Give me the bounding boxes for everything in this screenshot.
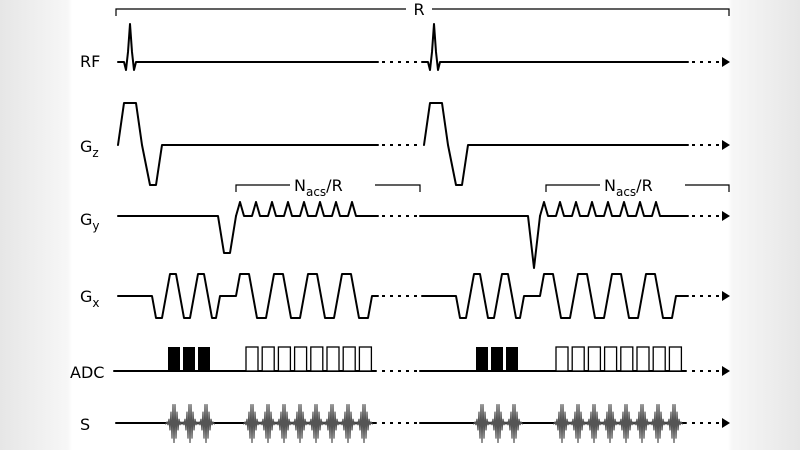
gy-channel-label: Gy bbox=[80, 210, 100, 233]
signal-waveform bbox=[115, 404, 730, 444]
rf-channel-label: RF bbox=[80, 52, 100, 71]
rf-waveform bbox=[117, 23, 730, 71]
gz-arrow-icon bbox=[722, 140, 730, 150]
adc-block-open-b-8 bbox=[668, 346, 683, 372]
repetition-bracket: R bbox=[115, 0, 730, 19]
gx-arrow-icon bbox=[722, 291, 730, 301]
adc-block-open-a-4 bbox=[293, 346, 308, 372]
gx-channel-label: Gx bbox=[80, 287, 100, 310]
adc-block-open-a-7 bbox=[342, 346, 356, 372]
adc-block-open-a-8 bbox=[358, 346, 373, 372]
adc-block-open-b-7 bbox=[652, 346, 666, 372]
nacs-bracket-1: Nacs/R bbox=[235, 176, 421, 199]
adc-block-filled-b-1 bbox=[476, 347, 488, 371]
gz-waveform bbox=[117, 102, 730, 186]
adc-block-open-b-6 bbox=[636, 346, 650, 372]
adc-block-open-a-6 bbox=[326, 346, 340, 372]
nacs-label-1: Nacs/R bbox=[294, 176, 343, 199]
nacs-bracket-2: Nacs/R bbox=[545, 176, 730, 199]
adc-block-open-a-2 bbox=[261, 346, 275, 372]
adc-block-open-a-1 bbox=[245, 346, 259, 372]
adc-block-open-a-3 bbox=[277, 346, 292, 372]
adc-arrow-icon bbox=[722, 366, 730, 376]
adc-channel-label: ADC bbox=[70, 363, 104, 382]
adc-block-filled-b-2 bbox=[491, 347, 503, 371]
adc-block-open-b-1 bbox=[555, 346, 569, 372]
gx-waveform bbox=[117, 273, 730, 319]
gy-arrow-icon bbox=[722, 211, 730, 221]
adc-block-open-a-5 bbox=[310, 346, 324, 372]
nacs-label-2: Nacs/R bbox=[604, 176, 653, 199]
adc-block-open-b-5 bbox=[620, 346, 634, 372]
adc-block-open-b-2 bbox=[571, 346, 585, 372]
adc-block-filled-a-1 bbox=[168, 347, 180, 371]
adc-block-filled-a-2 bbox=[183, 347, 195, 371]
adc-block-filled-b-3 bbox=[506, 347, 518, 371]
adc-block-filled-a-3 bbox=[198, 347, 210, 371]
signal-arrow-icon bbox=[722, 418, 730, 428]
adc-block-open-b-3 bbox=[587, 346, 602, 372]
signal-channel-label: S bbox=[80, 415, 90, 434]
repetition-label: R bbox=[413, 0, 424, 19]
gz-channel-label: Gz bbox=[80, 137, 99, 160]
adc-waveform bbox=[113, 346, 730, 376]
rf-arrow-icon bbox=[722, 57, 730, 67]
gy-waveform bbox=[117, 201, 730, 269]
adc-block-open-b-4 bbox=[603, 346, 618, 372]
